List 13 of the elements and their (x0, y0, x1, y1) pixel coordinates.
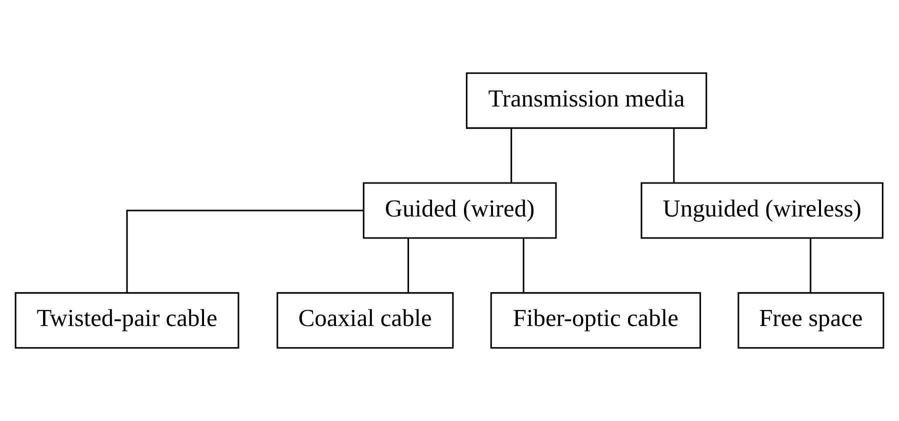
connector (673, 128, 675, 182)
node-box: Free space (738, 292, 884, 349)
connector (522, 238, 524, 292)
node-box: Transmission media (466, 72, 708, 129)
connector (126, 210, 364, 293)
node-box: Unguided (wireless) (640, 182, 884, 239)
connector (510, 128, 512, 182)
node-box: Twisted-pair cable (14, 292, 240, 349)
node-box: Guided (wired) (362, 182, 557, 239)
connector (810, 238, 812, 292)
node-box: Coaxial cable (276, 292, 454, 349)
node-box: Fiber-optic cable (490, 292, 701, 349)
connector (408, 238, 410, 292)
